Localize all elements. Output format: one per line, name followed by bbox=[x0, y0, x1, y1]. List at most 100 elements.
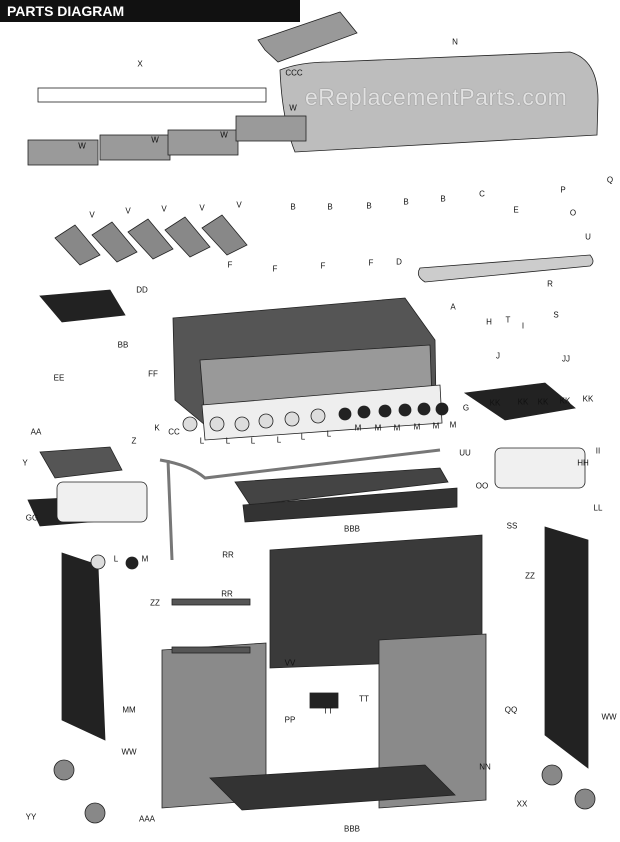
part-label: RR bbox=[221, 589, 233, 599]
part-label: W bbox=[78, 141, 86, 151]
part-label: U bbox=[585, 232, 591, 242]
part-label: NN bbox=[479, 762, 491, 772]
part-rr bbox=[171, 598, 251, 606]
part-label: A bbox=[450, 302, 456, 312]
part-label: Q bbox=[606, 175, 614, 185]
part-label: F bbox=[227, 260, 233, 270]
part-label: D bbox=[396, 257, 402, 267]
page-title: PARTS DIAGRAM bbox=[0, 0, 300, 22]
part-label: M bbox=[413, 422, 421, 432]
part-label: W bbox=[220, 130, 228, 140]
part-label: B bbox=[290, 202, 296, 212]
part-u-handle bbox=[417, 254, 594, 283]
watermark: eReplacementParts.com bbox=[305, 84, 568, 110]
part-oo bbox=[242, 487, 458, 523]
part-label: L bbox=[225, 436, 231, 446]
part-label: KK bbox=[517, 397, 529, 407]
part-label: SS bbox=[506, 521, 518, 531]
part-label: B bbox=[366, 201, 372, 211]
part-label: L bbox=[300, 432, 306, 442]
part-w-grate bbox=[99, 134, 171, 161]
part-rr bbox=[171, 646, 251, 654]
part-v-flame-tamer bbox=[164, 216, 211, 258]
part-gg bbox=[56, 481, 148, 523]
part-label: V bbox=[199, 203, 205, 213]
part-uu bbox=[234, 467, 449, 506]
part-label: L bbox=[199, 436, 205, 446]
part-label: BB bbox=[117, 340, 129, 350]
part-label: B bbox=[403, 197, 409, 207]
part-ii bbox=[494, 447, 586, 489]
part-label: R bbox=[547, 279, 553, 289]
part-ccc bbox=[257, 11, 358, 63]
part-qq bbox=[378, 633, 487, 809]
part-label: E bbox=[513, 205, 519, 215]
part-label: V bbox=[89, 210, 95, 220]
part-label: I bbox=[521, 321, 525, 331]
part-label: J bbox=[496, 351, 500, 361]
part-yy-caster bbox=[53, 759, 75, 781]
part-label: KK bbox=[559, 396, 571, 406]
part-label: UU bbox=[459, 448, 471, 458]
part-label: WW bbox=[601, 712, 617, 722]
part-label: W bbox=[289, 103, 297, 113]
part-label: CC bbox=[168, 427, 180, 437]
part-label: ZZ bbox=[525, 571, 535, 581]
part-mm bbox=[61, 552, 106, 741]
part-label: F bbox=[320, 261, 326, 271]
part-label: B bbox=[327, 202, 333, 212]
part-label: K bbox=[154, 423, 160, 433]
part-label: KK bbox=[537, 397, 549, 407]
part-m-knobs bbox=[125, 402, 449, 570]
part-n-lid bbox=[279, 51, 599, 153]
part-label: ZZ bbox=[150, 598, 160, 608]
part-label: T bbox=[505, 315, 511, 325]
part-label: L bbox=[250, 436, 256, 446]
part-label: PP bbox=[284, 715, 296, 725]
part-l-bezels bbox=[90, 408, 326, 570]
part-v-flame-tamer bbox=[54, 224, 101, 266]
part-label: AA bbox=[30, 427, 42, 437]
part-label: XX bbox=[516, 799, 528, 809]
part-label: L bbox=[326, 429, 332, 439]
part-label: P bbox=[560, 185, 566, 195]
part-label: N bbox=[452, 37, 458, 47]
part-label: OO bbox=[475, 481, 489, 491]
part-label: YY bbox=[25, 812, 37, 822]
part-label: LL bbox=[593, 503, 603, 513]
part-label: V bbox=[236, 200, 242, 210]
part-label: RR bbox=[222, 550, 234, 560]
part-label: KK bbox=[582, 394, 594, 404]
part-label: DD bbox=[136, 285, 148, 295]
part-label: V bbox=[125, 206, 131, 216]
part-hh-side-shelf bbox=[463, 382, 576, 421]
part-label: C bbox=[479, 189, 485, 199]
part-ll bbox=[544, 526, 589, 769]
part-yy-caster bbox=[84, 802, 106, 824]
part-label: O bbox=[569, 208, 577, 218]
part-label: JJ bbox=[562, 354, 570, 364]
part-label: FF bbox=[148, 369, 158, 379]
part-label: L bbox=[113, 554, 119, 564]
part-label: EE bbox=[53, 373, 65, 383]
part-label: S bbox=[553, 310, 559, 320]
part-w-grate bbox=[235, 115, 307, 142]
part-label: KK bbox=[489, 398, 501, 408]
part-label: BBB bbox=[343, 524, 361, 534]
part-label: Y bbox=[22, 458, 28, 468]
part-dd bbox=[39, 289, 126, 323]
part-label: HH bbox=[577, 458, 589, 468]
part-label: H bbox=[486, 317, 492, 327]
part-v-flame-tamer bbox=[127, 218, 174, 260]
part-label: G bbox=[462, 403, 470, 413]
part-label: Z bbox=[131, 436, 137, 446]
part-label: MM bbox=[122, 705, 136, 715]
part-label: CCC bbox=[285, 68, 303, 78]
part-vv bbox=[309, 692, 339, 709]
part-v-flame-tamer bbox=[91, 221, 138, 263]
part-label: M bbox=[432, 421, 440, 431]
part-label: M bbox=[449, 420, 457, 430]
part-label: VV bbox=[284, 658, 296, 668]
